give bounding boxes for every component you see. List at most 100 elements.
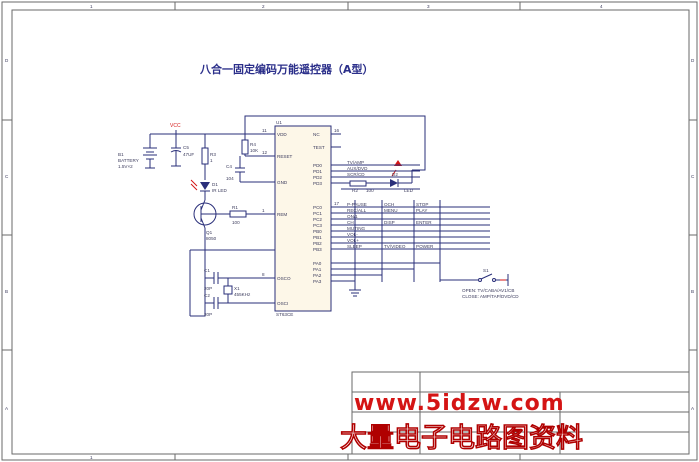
d1-ref: D1 bbox=[212, 182, 218, 187]
d2-value: LED bbox=[404, 188, 414, 193]
r1-ref: R1 bbox=[232, 205, 238, 210]
ic-left-pin-number: 12 bbox=[262, 150, 268, 155]
key-label: AUX/DVD bbox=[347, 166, 368, 171]
q1-ref: Q1 bbox=[206, 230, 213, 235]
led-d2 bbox=[366, 169, 413, 187]
resistor-r2 bbox=[349, 180, 367, 187]
schematic-title: 八合一固定编码万能遥控器（A型） bbox=[199, 62, 374, 76]
watermark-url: www.5idzw.com bbox=[354, 391, 565, 416]
key-label: CH bbox=[347, 220, 354, 225]
ic-left-pin-name: GND bbox=[277, 180, 288, 185]
inner-frame bbox=[11, 9, 690, 455]
c4-ref: C4 bbox=[226, 164, 232, 169]
switch-line2: CLOSE: AMP/TAP/DVD/CD bbox=[462, 294, 519, 299]
ic-right-pin-number: 16 bbox=[334, 128, 340, 133]
key-label: ON/1 bbox=[347, 214, 358, 219]
ic-right-pin-name: NC bbox=[313, 132, 320, 137]
r2-ref: R2 bbox=[352, 188, 358, 193]
switch-line1: OPEN: TV/CABA/AV1/CB bbox=[462, 288, 514, 293]
ic-left-pin-number: 11 bbox=[262, 128, 267, 133]
vcc-label: VCC bbox=[170, 123, 181, 129]
capacitor-c4 bbox=[235, 156, 275, 183]
ic-right-pin-name: PB2 bbox=[313, 241, 322, 246]
key-label: P-PAUSE bbox=[347, 202, 367, 207]
key-label: MENU bbox=[384, 208, 398, 213]
ic-name: ST63CE bbox=[276, 312, 293, 317]
row-label-c-left: C bbox=[5, 174, 9, 179]
row-label-b-left: B bbox=[5, 289, 8, 294]
ic-left-pin-name: OSCI bbox=[277, 301, 288, 306]
border-labels: 1 2 3 4 1 D C B A D C B A bbox=[5, 4, 695, 460]
key-label: POWER bbox=[416, 244, 434, 249]
ic-left-pin-name: REM bbox=[277, 212, 287, 217]
key-label: ENTER bbox=[416, 220, 432, 225]
key-label: TV/VIDEO bbox=[384, 244, 406, 249]
col-label-1: 1 bbox=[90, 4, 93, 9]
ic-left-pin-number: 8 bbox=[262, 272, 265, 277]
ic-right-pin-name: PA2 bbox=[313, 273, 322, 278]
switch-s1 bbox=[440, 273, 509, 286]
c1-value: 20P bbox=[204, 286, 212, 291]
ic-right-pin-name: PB0 bbox=[313, 229, 322, 234]
row-label-d-right: D bbox=[691, 58, 695, 63]
ic-ref: U1 bbox=[276, 120, 282, 125]
title-block bbox=[351, 371, 690, 455]
ic-right-pin-name: PA0 bbox=[313, 261, 322, 266]
r3-ref: R3 bbox=[210, 152, 216, 157]
row-label-a-right: A bbox=[691, 406, 695, 411]
r4-value: 10K bbox=[250, 148, 259, 153]
ic-right-pin-name: PC3 bbox=[313, 223, 322, 228]
row-label-c-right: C bbox=[691, 174, 695, 179]
r4-ref: R4 bbox=[250, 142, 256, 147]
ic-right-pin-name: PA3 bbox=[313, 279, 322, 284]
col-label-5: 1 bbox=[90, 455, 93, 460]
c2-value: 20P bbox=[204, 312, 212, 317]
col-label-4: 4 bbox=[600, 4, 603, 9]
key-label: OCH bbox=[384, 202, 394, 207]
ic-left-pin-name: OSCO bbox=[277, 276, 291, 281]
key-matrix-lines bbox=[341, 164, 490, 282]
ground-symbol-main bbox=[349, 280, 361, 297]
c4-value: 104 bbox=[226, 176, 234, 181]
q1-value: 8050 bbox=[206, 236, 217, 241]
watermark-cn: 大量电子电路图资料 bbox=[340, 422, 583, 454]
ic-right-pin-name: PB3 bbox=[313, 247, 322, 252]
key-label: REC/ALL bbox=[347, 208, 367, 213]
key-label: PLAY bbox=[416, 208, 427, 213]
capacitor-c5 bbox=[170, 134, 182, 167]
row-label-b-right: B bbox=[691, 289, 694, 294]
ic-right-pin-name: PD3 bbox=[313, 181, 322, 186]
ic-right-pin-number: 17 bbox=[334, 201, 340, 206]
key-label: SLEEP bbox=[347, 244, 362, 249]
battery-symbol bbox=[143, 134, 157, 169]
c1-ref: C1 bbox=[204, 268, 210, 273]
ic-right-pins: NC16TESTPD0PD1PD2PD3PC017PC1PC2PC3PB0PB1… bbox=[313, 128, 341, 284]
row-label-d-left: D bbox=[5, 58, 9, 63]
key-matrix-labels: TV/AMPAUX/DVDSCR/CDP-PAUSEREC/ALLON/1CHM… bbox=[347, 160, 434, 249]
key-label: SCR/CD bbox=[347, 172, 365, 177]
resistor-r1 bbox=[229, 210, 275, 218]
r2-value: 100 bbox=[366, 188, 374, 193]
ic-right-pin-name: PD0 bbox=[313, 163, 322, 168]
r3-value: 1 bbox=[210, 158, 213, 163]
battery-ref: B1 bbox=[118, 152, 124, 157]
ic-left-pin-name: VDD bbox=[277, 132, 287, 137]
c5-ref: C5 bbox=[183, 145, 189, 150]
ic-right-pin-name: PD2 bbox=[313, 175, 322, 180]
x1-ref: X1 bbox=[234, 286, 240, 291]
c2-ref: C2 bbox=[204, 293, 210, 298]
resistor-r4 bbox=[241, 134, 275, 157]
ic-right-pin-name: PC2 bbox=[313, 217, 322, 222]
d1-value: IR LED bbox=[212, 188, 227, 193]
resistor-r3 bbox=[201, 134, 209, 180]
ic-right-pin-name: PA1 bbox=[313, 267, 322, 272]
col-label-2: 2 bbox=[262, 4, 265, 9]
key-label: VOL+ bbox=[347, 238, 359, 243]
transistor-q1 bbox=[193, 199, 230, 240]
crystal-x1 bbox=[223, 278, 233, 303]
ic-right-pin-name: TEST bbox=[313, 145, 325, 150]
